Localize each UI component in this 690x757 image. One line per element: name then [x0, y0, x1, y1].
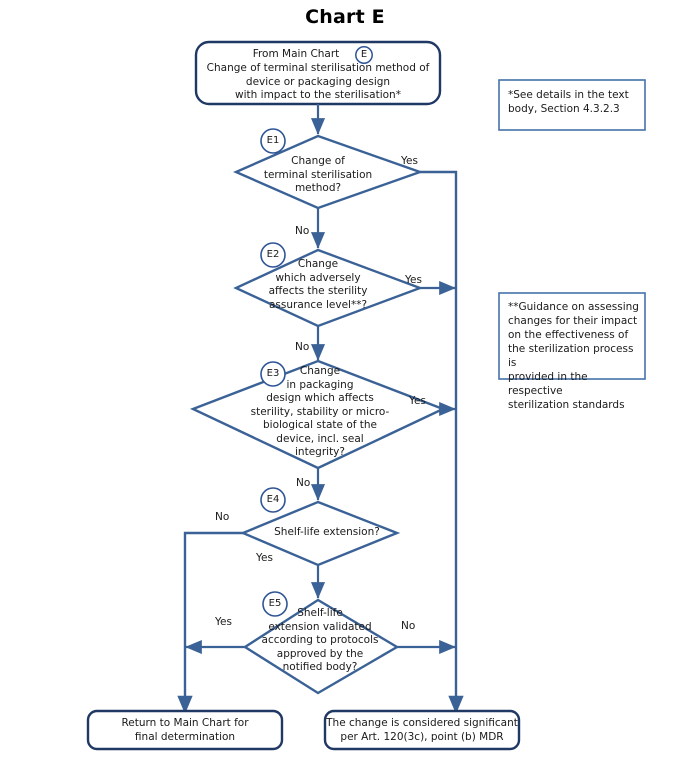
decision-e3-text: Change in packaging design which affects…	[250, 365, 390, 458]
note-asterisk-text: *See details in the text body, Section 4…	[508, 89, 629, 115]
start-node-line2: Change of terminal sterilisation method …	[206, 62, 430, 74]
badge-e4-circle	[260, 487, 286, 513]
edge-label-e1-yes: Yes	[401, 155, 418, 167]
badge-e2-circle	[260, 242, 286, 268]
start-node-line3: device or packaging design	[245, 75, 391, 88]
edge-label-e4-yes: Yes	[256, 552, 273, 564]
page-title: Chart E	[305, 6, 385, 28]
start-node-line4: with impact to the sterilisation*	[235, 89, 401, 101]
outcome-significant-line1: The change is considered significant	[326, 717, 518, 729]
decision-e5-text: Shelf-life extension validated according…	[261, 607, 379, 673]
outcome-significant-line2: per Art. 120(3c), point (b) MDR	[340, 730, 504, 743]
outcome-return-line1: Return to Main Chart for	[121, 717, 249, 729]
note-double-asterisk-shape	[498, 292, 646, 380]
edge-label-e2-no: No	[295, 341, 310, 353]
outcome-significant-shape	[323, 709, 521, 751]
badge-label-e3: E3	[266, 368, 280, 379]
start-badge-circle	[355, 46, 373, 64]
edge-label-e1-no: No	[295, 225, 310, 237]
edge-label-e5-yes: Yes	[215, 616, 232, 628]
badge-e5-circle	[262, 591, 288, 617]
start-node-line1: From Main Chart	[252, 48, 340, 60]
badge-label-e1: E1	[266, 135, 280, 146]
edge-label-e3-no: No	[296, 477, 311, 489]
decision-e4-text: Shelf-life extension?	[274, 526, 380, 538]
connector-e4-no	[177, 531, 243, 714]
outcome-return-shape	[86, 709, 284, 751]
badge-e1-circle	[260, 128, 286, 154]
edge-label-e4-no: No	[215, 511, 230, 523]
connector-e1-yes	[420, 170, 464, 714]
decision-e1-text: Change of terminal sterilisation method?	[263, 155, 373, 194]
badge-label-e4: E4	[266, 494, 280, 505]
badge-e3-circle	[260, 361, 286, 387]
badge-label-e2: E2	[266, 249, 280, 260]
decision-e2-text: Change which adversely affects the steri…	[268, 258, 368, 311]
badge-label-e5: E5	[268, 598, 282, 609]
note-double-asterisk-text: **Guidance on assessing changes for thei…	[508, 301, 639, 411]
edge-label-e5-no: No	[401, 620, 416, 632]
start-badge-label: E	[360, 49, 368, 60]
note-asterisk-shape	[498, 79, 646, 131]
decision-e5-shape	[242, 598, 400, 695]
edge-label-e3-yes: Yes	[409, 395, 426, 407]
edge-label-e2-yes: Yes	[405, 274, 422, 286]
outcome-return-line2: final determination	[134, 730, 236, 743]
